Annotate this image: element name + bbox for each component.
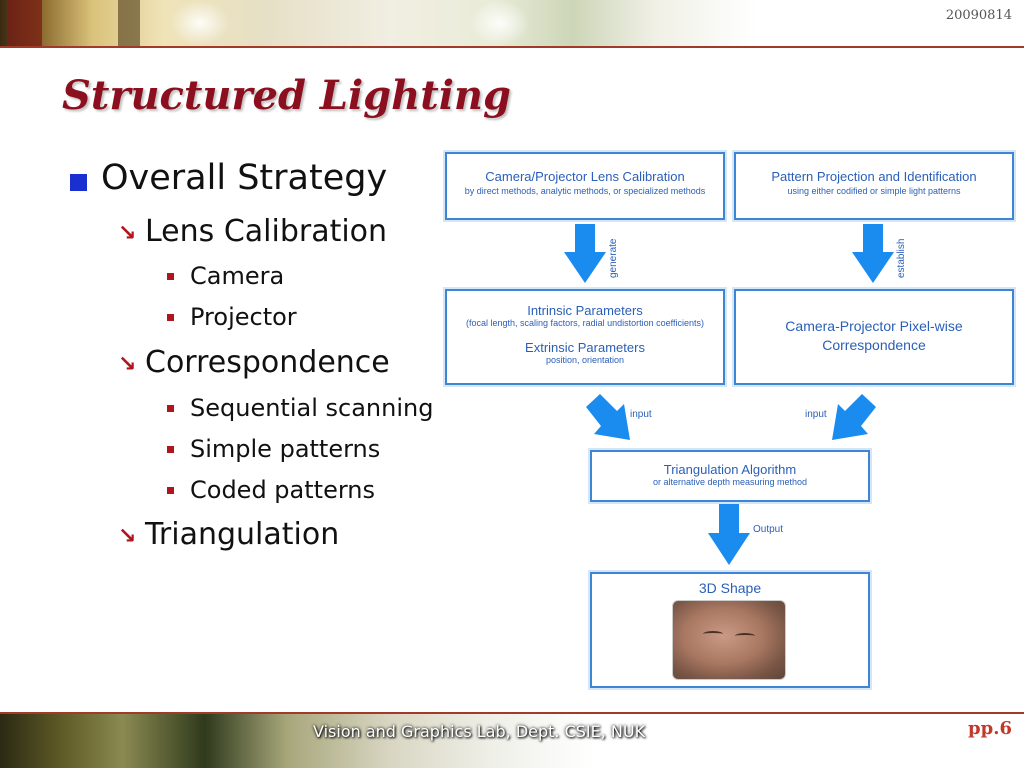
establish-label: establish bbox=[896, 238, 907, 278]
triangulation-title: Triangulation Algorithm bbox=[663, 462, 797, 477]
page-number: pp.6 bbox=[968, 718, 1012, 739]
lens-calibration-subtitle: by direct methods, analytic methods, or … bbox=[464, 186, 706, 196]
input-left-arrow-icon bbox=[586, 394, 630, 440]
input-right-arrow-icon bbox=[832, 394, 876, 440]
bullet-lens-calibration: Lens Calibration bbox=[145, 214, 388, 249]
footer-divider bbox=[0, 712, 1024, 714]
header-banner-image bbox=[0, 0, 1024, 46]
correspondence-title-line1: Camera-Projector Pixel-wise bbox=[785, 318, 963, 334]
extrinsic-parameters-title: Extrinsic Parameters bbox=[525, 340, 645, 355]
bullet-overall-strategy: Overall Strategy bbox=[101, 158, 388, 198]
arrow-bullet-icon: ↘ bbox=[118, 524, 137, 549]
footer-lab-name: Vision and Graphics Lab, Dept. CSIE, NUK bbox=[313, 722, 646, 741]
square-dot-bullet-icon bbox=[167, 446, 174, 453]
arrow-bullet-icon: ↘ bbox=[118, 221, 137, 246]
generate-label: generate bbox=[608, 238, 619, 278]
bullet-sequential-scanning: Sequential scanning bbox=[190, 394, 434, 422]
3d-face-render-image bbox=[672, 600, 786, 680]
input-right-label: input bbox=[805, 409, 827, 420]
intrinsic-parameters-title: Intrinsic Parameters bbox=[527, 303, 643, 318]
bullet-simple-patterns: Simple patterns bbox=[190, 435, 381, 463]
square-dot-bullet-icon bbox=[167, 314, 174, 321]
slide-date: 20090814 bbox=[945, 8, 1012, 23]
square-dot-bullet-icon bbox=[167, 273, 174, 280]
highlight-graphic bbox=[470, 0, 530, 46]
footer-banner-image bbox=[0, 714, 1024, 768]
correspondence-box: Camera-Projector Pixel-wise Corresponden… bbox=[734, 289, 1014, 385]
bullet-camera: Camera bbox=[190, 262, 285, 290]
triangulation-subtitle: or alternative depth measuring method bbox=[652, 477, 808, 487]
slide-title: Structured Lighting bbox=[62, 72, 511, 119]
correspondence-title-line2: Correspondence bbox=[822, 337, 926, 353]
output-label: Output bbox=[753, 524, 784, 535]
header-divider bbox=[0, 46, 1024, 48]
bullet-projector: Projector bbox=[190, 303, 297, 331]
square-bullet-icon bbox=[70, 174, 87, 191]
intrinsic-parameters-subtitle: (focal length, scaling factors, radial u… bbox=[466, 318, 704, 328]
lens-calibration-title: Camera/Projector Lens Calibration bbox=[485, 169, 685, 184]
bullet-coded-patterns: Coded patterns bbox=[190, 476, 375, 504]
face-eye-graphic bbox=[735, 633, 755, 639]
3d-shape-title: 3D Shape bbox=[698, 580, 762, 596]
pattern-projection-subtitle: using either codified or simple light pa… bbox=[787, 186, 961, 196]
face-eye-graphic bbox=[703, 631, 723, 637]
triangulation-box: Triangulation Algorithm or alternative d… bbox=[590, 450, 870, 502]
input-left-label: input bbox=[630, 409, 652, 420]
lens-calibration-box: Camera/Projector Lens Calibration by dir… bbox=[445, 152, 725, 220]
bullet-correspondence: Correspondence bbox=[145, 345, 390, 380]
establish-arrow-icon bbox=[852, 224, 894, 283]
extrinsic-parameters-subtitle: position, orientation bbox=[545, 355, 625, 365]
arrow-bullet-icon: ↘ bbox=[118, 352, 137, 377]
parameters-box: Intrinsic Parameters (focal length, scal… bbox=[445, 289, 725, 385]
output-arrow-icon bbox=[708, 504, 750, 565]
generate-arrow-icon bbox=[564, 224, 606, 283]
bullet-triangulation: Triangulation bbox=[145, 517, 340, 552]
wine-glass-graphic bbox=[8, 0, 42, 46]
pattern-projection-box: Pattern Projection and Identification us… bbox=[734, 152, 1014, 220]
square-dot-bullet-icon bbox=[167, 405, 174, 412]
bottle-graphic bbox=[118, 0, 140, 46]
pattern-projection-title: Pattern Projection and Identification bbox=[771, 169, 977, 184]
highlight-graphic bbox=[170, 0, 230, 46]
square-dot-bullet-icon bbox=[167, 487, 174, 494]
